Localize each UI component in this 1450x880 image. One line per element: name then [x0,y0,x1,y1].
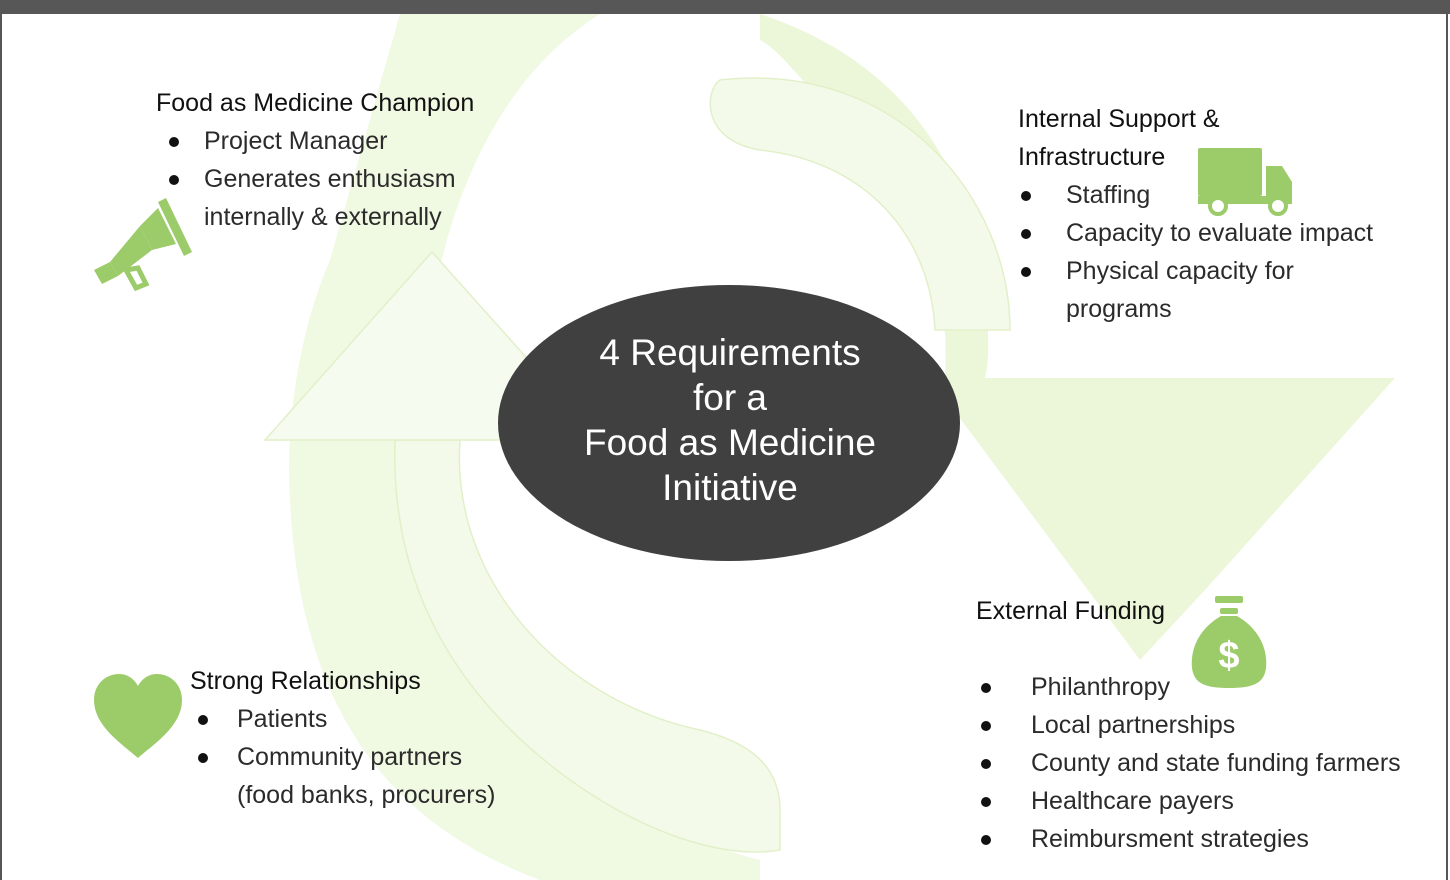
money-bag-icon: $ [1191,596,1267,688]
list-item: Physical capacity for [1018,252,1373,290]
list-item: County and state funding farmers [976,744,1401,782]
champion-heading: Food as Medicine Champion [156,89,475,117]
internal-heading-1: Internal Support & [1018,105,1220,133]
internal-list: Staffing Capacity to evaluate impact Phy… [1018,176,1373,328]
list-item: Patients [190,700,495,738]
list-item: Healthcare payers [976,782,1401,820]
relationships-list: Patients Community partners (food banks,… [190,700,495,814]
relationships-block: Strong Relationships Patients Community … [190,662,495,814]
list-item: Generates enthusiasm [156,160,474,198]
center-line-2: for a [692,377,768,418]
center-line-4: Initiative [662,467,798,508]
inner-ring-lower [394,439,781,853]
list-item: Community partners [190,738,495,776]
list-item: (food banks, procurers) [237,781,496,809]
internal-heading-2: Infrastructure [1018,143,1166,171]
funding-list: Philanthropy Local partnerships County a… [976,668,1401,858]
list-item: Staffing [1018,176,1373,214]
champion-block: Food as Medicine Champion Project Manage… [156,84,474,236]
truck-icon [1198,148,1292,216]
list-item: internally & externally [204,203,442,231]
outer-arrow-left [289,14,760,880]
champion-list: Project Manager Generates enthusiasm int… [156,122,474,236]
center-line-1: 4 Requirements [599,332,861,373]
list-item: Project Manager [156,122,474,160]
internal-block: Internal Support & Infrastructure Staffi… [1018,100,1373,328]
funding-block: External Funding Philanthropy Local part… [976,592,1401,858]
center-title: 4 Requirements for a Food as Medicine In… [520,330,940,510]
list-item: Reimbursment strategies [976,820,1401,858]
dollar-sign: $ [1218,635,1239,677]
list-item: Capacity to evaluate impact [1018,214,1373,252]
inner-ring [709,77,1011,331]
funding-heading: External Funding [976,597,1166,625]
list-item: Local partnerships [976,706,1401,744]
list-item: Philanthropy [976,668,1401,706]
list-item: programs [1066,295,1172,323]
megaphone-icon [94,198,192,292]
diagram-frame [0,14,1448,880]
heart-icon [94,674,182,758]
relationships-heading: Strong Relationships [190,667,421,695]
center-line-3: Food as Medicine [583,422,877,463]
top-bar [0,0,1450,14]
